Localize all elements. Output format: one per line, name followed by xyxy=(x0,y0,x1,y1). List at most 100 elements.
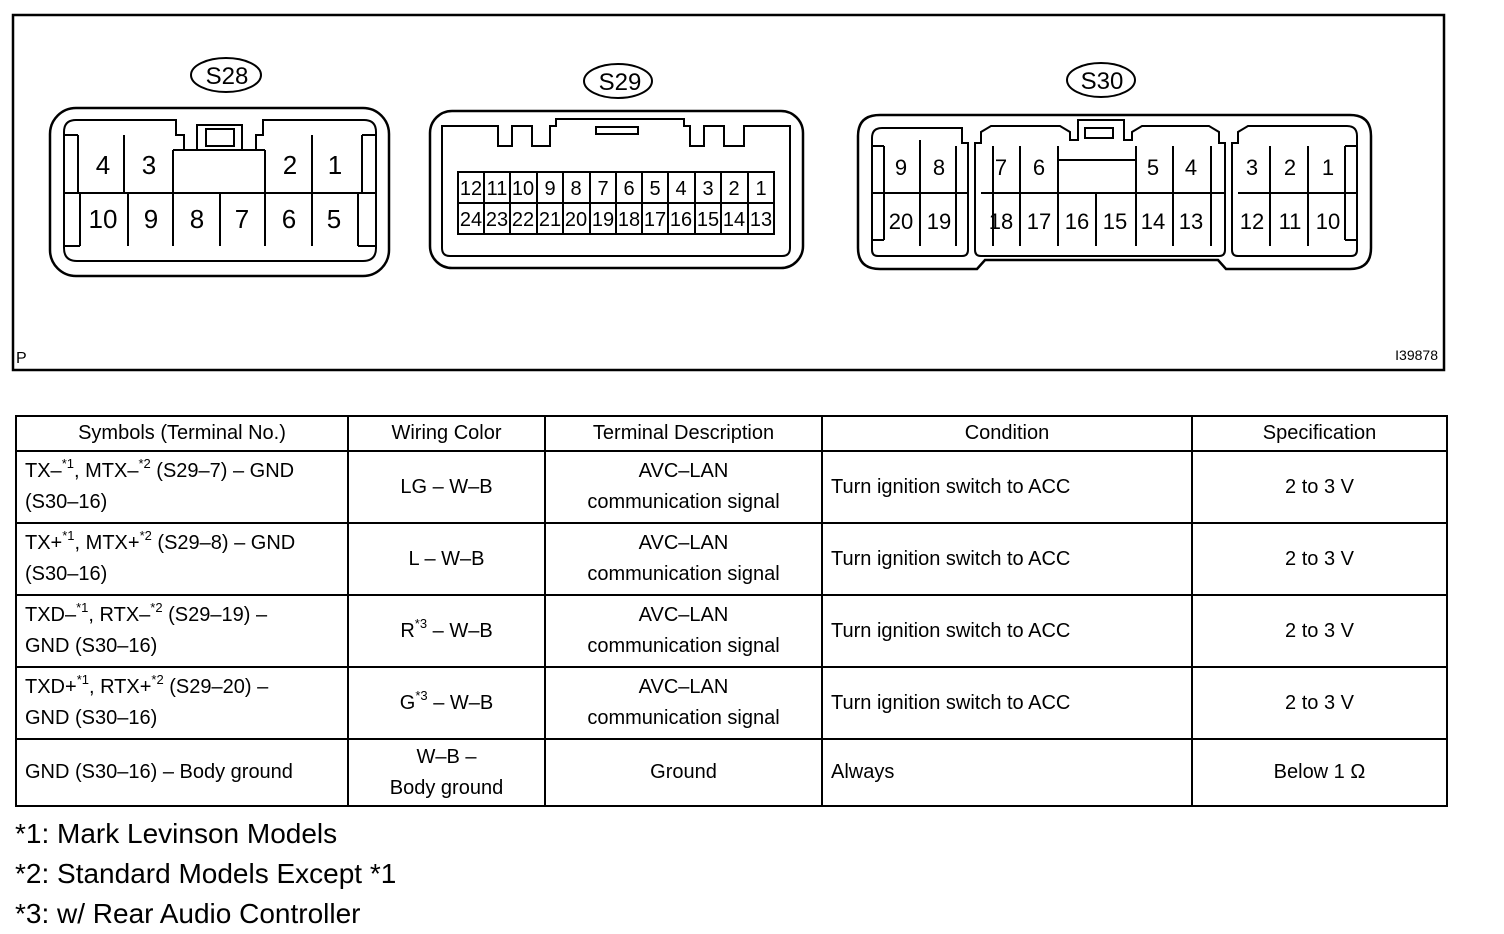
s29-pin: 17 xyxy=(644,209,666,231)
condition-cell: Turn ignition switch to ACC xyxy=(821,666,1193,740)
s28-pin: 3 xyxy=(142,150,156,180)
s29-pin: 5 xyxy=(649,178,660,200)
condition-cell: Always xyxy=(821,738,1193,807)
header-condition: Condition xyxy=(821,415,1193,452)
s29-pin: 13 xyxy=(750,209,772,231)
table-row: TX+*1, MTX+*2 (S29–8) – GND(S30–16) L – … xyxy=(15,522,1448,596)
s28-pin: 8 xyxy=(190,204,204,234)
table-row: TXD–*1, RTX–*2 (S29–19) –GND (S30–16) R*… xyxy=(15,594,1448,668)
s29-pin: 8 xyxy=(570,178,581,200)
symbols-cell: TX+*1, MTX+*2 (S29–8) – GND(S30–16) xyxy=(15,522,349,596)
s30-pin: 16 xyxy=(1065,209,1089,234)
s29-pin: 7 xyxy=(597,178,608,200)
wiring-color-cell: L – W–B xyxy=(347,522,546,596)
s29-pin: 6 xyxy=(623,178,634,200)
s29-pin: 14 xyxy=(723,209,745,231)
specification-cell: 2 to 3 V xyxy=(1191,450,1448,524)
s28-pin: 1 xyxy=(328,150,342,180)
s28-pin: 5 xyxy=(327,204,341,234)
table-row: TXD+*1, RTX+*2 (S29–20) –GND (S30–16) G*… xyxy=(15,666,1448,740)
s30-pin: 8 xyxy=(933,155,945,180)
condition-cell: Turn ignition switch to ACC xyxy=(821,522,1193,596)
s30-pin: 13 xyxy=(1179,209,1203,234)
symbols-cell: GND (S30–16) – Body ground xyxy=(15,738,349,807)
s29-pin: 3 xyxy=(702,178,713,200)
symbols-cell: TX–*1, MTX–*2 (S29–7) – GND(S30–16) xyxy=(15,450,349,524)
s29-pin: 12 xyxy=(460,178,482,200)
s30-pin: 3 xyxy=(1246,155,1258,180)
connector-label-s28: S28 xyxy=(206,63,249,90)
specification-cell: Below 1 Ω xyxy=(1191,738,1448,807)
s28-pin: 6 xyxy=(282,204,296,234)
s30-labels: S30 9 8 7 6 5 4 3 2 1 20 19 18 17 16 15 … xyxy=(889,68,1340,234)
s29-labels: S29 12 11 10 9 8 7 6 5 4 3 2 1 24 23 22 … xyxy=(460,69,772,231)
wiring-color-cell: R*3 – W–B xyxy=(347,594,546,668)
s28-pin: 10 xyxy=(89,204,118,234)
footnote-2: *2: Standard Models Except *1 xyxy=(15,858,397,889)
s28-pin: 9 xyxy=(144,204,158,234)
description-cell: Ground xyxy=(544,738,823,807)
s29-pin: 22 xyxy=(512,209,534,231)
s28-pin: 2 xyxy=(283,150,297,180)
connector-s28 xyxy=(48,57,391,278)
connector-label-s29: S29 xyxy=(599,69,642,96)
header-symbols: Symbols (Terminal No.) xyxy=(15,415,349,452)
s30-pin: 4 xyxy=(1185,155,1197,180)
s29-pin: 15 xyxy=(697,209,719,231)
connector-s29 xyxy=(428,63,805,270)
s30-pin: 15 xyxy=(1103,209,1127,234)
footnote-1: *1: Mark Levinson Models xyxy=(15,818,338,849)
wiring-color-cell: W–B –Body ground xyxy=(347,738,546,807)
diagram-frame xyxy=(11,13,1446,372)
s30-pin: 12 xyxy=(1240,209,1264,234)
table-row: TX–*1, MTX–*2 (S29–7) – GND(S30–16) LG –… xyxy=(15,450,1448,524)
specification-cell: 2 to 3 V xyxy=(1191,594,1448,668)
figure-id: I39878 xyxy=(1395,347,1438,363)
header-terminal-description: Terminal Description xyxy=(544,415,823,452)
s29-pin: 4 xyxy=(675,178,686,200)
s29-pin: 11 xyxy=(487,178,508,200)
s29-pin: 9 xyxy=(544,178,555,200)
s28-labels: S28 4 3 2 1 10 9 8 7 6 5 xyxy=(89,63,343,234)
specification-cell: 2 to 3 V xyxy=(1191,666,1448,740)
s29-pin: 23 xyxy=(486,209,508,231)
s30-pin: 17 xyxy=(1027,209,1051,234)
wiring-color-cell: LG – W–B xyxy=(347,450,546,524)
condition-cell: Turn ignition switch to ACC xyxy=(821,594,1193,668)
header-specification: Specification xyxy=(1191,415,1448,452)
terminal-spec-table: Symbols (Terminal No.) Wiring Color Term… xyxy=(15,415,1448,807)
s30-pin: 10 xyxy=(1316,209,1340,234)
s30-pin: 6 xyxy=(1033,155,1045,180)
s30-pin: 2 xyxy=(1284,155,1296,180)
s30-pin: 20 xyxy=(889,209,913,234)
symbols-cell: TXD+*1, RTX+*2 (S29–20) –GND (S30–16) xyxy=(15,666,349,740)
s30-pin: 5 xyxy=(1147,155,1159,180)
s29-pin: 10 xyxy=(512,178,534,200)
s29-pin: 1 xyxy=(755,178,766,200)
frame-mark: P xyxy=(16,350,27,367)
s29-pin: 20 xyxy=(565,209,587,231)
footnote-3: *3: w/ Rear Audio Controller xyxy=(15,898,361,929)
s30-pin: 14 xyxy=(1141,209,1165,234)
symbols-cell: TXD–*1, RTX–*2 (S29–19) –GND (S30–16) xyxy=(15,594,349,668)
connector-label-s30: S30 xyxy=(1081,68,1124,95)
s30-pin: 11 xyxy=(1279,209,1302,234)
table-row: GND (S30–16) – Body ground W–B –Body gro… xyxy=(15,738,1448,807)
table-header-row: Symbols (Terminal No.) Wiring Color Term… xyxy=(15,415,1448,452)
s30-pin: 1 xyxy=(1322,155,1334,180)
s29-pin: 18 xyxy=(618,209,640,231)
s30-pin: 9 xyxy=(895,155,907,180)
s30-pin: 7 xyxy=(995,155,1007,180)
header-wiring-color: Wiring Color xyxy=(347,415,546,452)
s29-pin: 19 xyxy=(592,209,614,231)
specification-cell: 2 to 3 V xyxy=(1191,522,1448,596)
connector-diagram: P I39878 S28 4 3 2 1 10 9 8 7 6 5 xyxy=(11,13,1446,372)
connector-s30 xyxy=(856,62,1373,271)
s30-pin: 18 xyxy=(989,209,1013,234)
s29-pin: 24 xyxy=(460,209,482,231)
wiring-color-cell: G*3 – W–B xyxy=(347,666,546,740)
